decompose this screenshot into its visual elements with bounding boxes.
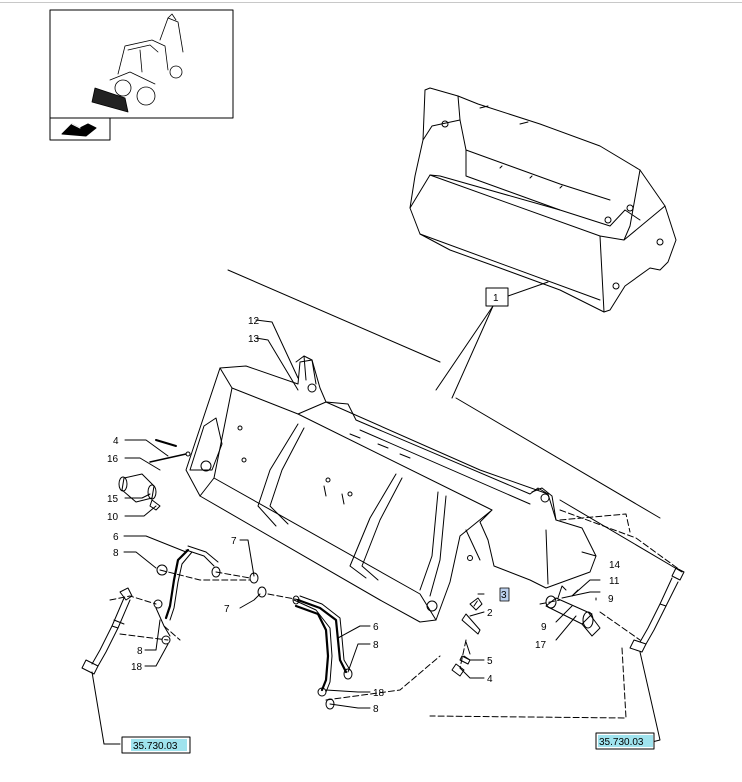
reference-labels: 35.730.03 35.730.03 [133, 737, 644, 752]
ref-box-right[interactable] [598, 735, 653, 747]
pin-assembly [545, 585, 601, 637]
hose-left [153, 545, 221, 645]
label-4[interactable]: 4 [487, 674, 493, 685]
part-15-cylinder [118, 473, 157, 503]
cylinder-left [81, 587, 133, 675]
label-6[interactable]: 6 [373, 622, 379, 633]
backhoe-loader-thumbnail [91, 13, 184, 113]
label-4[interactable]: 4 [113, 436, 119, 447]
label-9[interactable]: 9 [608, 594, 614, 605]
navigation-arrow-icon[interactable] [61, 123, 97, 137]
label-10[interactable]: 10 [107, 512, 119, 523]
label-1[interactable]: 1 [493, 293, 499, 304]
leaders [123, 319, 601, 709]
thumbnail-box[interactable] [49, 9, 234, 141]
label-3[interactable]: 3 [501, 590, 507, 601]
label-7[interactable]: 7 [224, 604, 230, 615]
label-18[interactable]: 18 [373, 688, 385, 699]
ref-box-left[interactable] [131, 739, 187, 751]
label-12[interactable]: 12 [248, 316, 260, 327]
ref-label-left[interactable]: 35.730.03 [133, 741, 178, 752]
label-2[interactable]: 2 [487, 608, 493, 619]
top-border [0, 2, 742, 3]
bucket-upper [409, 87, 677, 313]
label-15[interactable]: 15 [107, 494, 119, 505]
label-5[interactable]: 5 [487, 656, 493, 667]
label-8[interactable]: 8 [113, 548, 119, 559]
label-17[interactable]: 17 [535, 640, 547, 651]
hose-right [292, 595, 353, 710]
bucket-lower [185, 355, 597, 623]
part-labels: 1 12 13 4 16 15 10 6 8 7 7 8 18 6 8 18 8… [107, 293, 621, 715]
label-16[interactable]: 16 [107, 454, 119, 465]
label-8[interactable]: 8 [137, 646, 143, 657]
ref-label-right[interactable]: 35.730.03 [599, 737, 644, 748]
label-8[interactable]: 8 [373, 640, 379, 651]
label-6[interactable]: 6 [113, 532, 119, 543]
callout-3-highlight[interactable] [499, 587, 510, 602]
label-14[interactable]: 14 [609, 560, 621, 571]
callout-1-box[interactable] [485, 287, 509, 307]
cylinder-right [629, 567, 685, 653]
label-8[interactable]: 8 [373, 704, 379, 715]
label-18[interactable]: 18 [131, 662, 143, 673]
label-11[interactable]: 11 [609, 576, 620, 587]
dashed-links [109, 509, 681, 719]
label-7[interactable]: 7 [231, 536, 237, 547]
label-9[interactable]: 9 [541, 622, 547, 633]
label-13[interactable]: 13 [248, 334, 260, 345]
